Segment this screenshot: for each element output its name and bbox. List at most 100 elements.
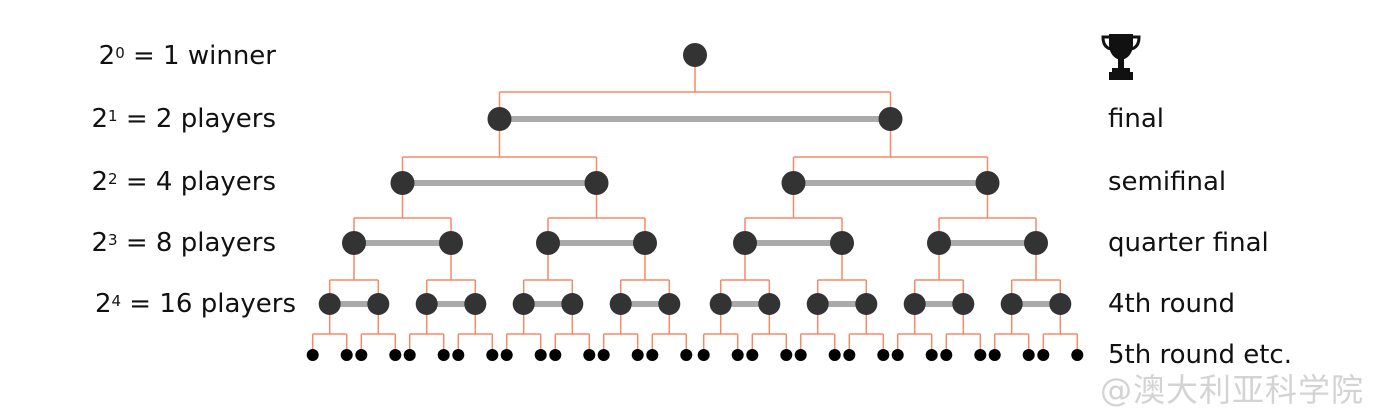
leaf-player-dot <box>437 349 450 361</box>
leaf-player-dot <box>891 349 904 361</box>
player-node <box>367 293 390 315</box>
round-label-quarter-final: quarter final <box>1108 228 1269 258</box>
connector <box>744 183 843 243</box>
leaf-player-dot <box>486 349 499 361</box>
player-node <box>439 231 463 255</box>
connector <box>1010 243 1062 304</box>
leaf-player-dot <box>403 349 416 361</box>
player-node <box>927 231 951 255</box>
level-label-1: 21 = 2 players <box>91 104 277 134</box>
trophy-icon <box>1101 34 1141 80</box>
leaf-player-dot <box>597 349 610 361</box>
connector <box>360 304 397 355</box>
connector <box>522 243 574 304</box>
player-node <box>1000 293 1023 315</box>
player-node <box>658 293 681 315</box>
leaf-player-dot <box>974 349 987 361</box>
player-node <box>952 293 975 315</box>
player-node <box>633 231 657 255</box>
round-label-semifinal: semifinal <box>1108 167 1227 197</box>
connector <box>1042 304 1079 355</box>
leaf-player-dot <box>925 349 938 361</box>
leaf-player-dot <box>843 349 856 361</box>
player-node <box>487 107 512 131</box>
level-label-3: 23 = 8 players <box>91 228 277 258</box>
leaf-player-dot <box>355 349 368 361</box>
connector <box>408 304 445 355</box>
player-node <box>318 293 341 315</box>
round-label-final: final <box>1108 104 1165 134</box>
player-node <box>758 293 781 315</box>
player-node <box>536 231 560 255</box>
player-node <box>830 231 854 255</box>
leaf-player-dot <box>988 349 1001 361</box>
player-node <box>733 231 757 255</box>
level-label-0: 20 = 1 winner <box>98 41 276 71</box>
connector <box>702 304 739 355</box>
player-node <box>878 107 903 131</box>
connector <box>602 304 639 355</box>
player-node <box>464 293 487 315</box>
round-label-5th-round: 5th round etc. <box>1108 340 1292 370</box>
level-label-2: 22 = 4 players <box>91 167 277 197</box>
leaf-player-dot <box>534 349 547 361</box>
leaf-player-dot <box>1022 349 1035 361</box>
leaf-player-dot <box>877 349 890 361</box>
connector <box>719 243 771 304</box>
connector <box>913 243 965 304</box>
leaf-player-dot <box>452 349 465 361</box>
player-node <box>584 171 609 195</box>
player-node <box>709 293 732 315</box>
leaf-player-dot <box>631 349 644 361</box>
leaf-player-dot <box>780 349 793 361</box>
connector <box>792 119 989 183</box>
leaf-player-dot <box>340 349 353 361</box>
player-node <box>806 293 829 315</box>
connector <box>945 304 982 355</box>
connector <box>799 304 836 355</box>
player-node <box>415 293 438 315</box>
connector <box>651 304 688 355</box>
connector <box>353 183 452 243</box>
connector <box>425 243 477 304</box>
player-node <box>781 171 806 195</box>
player-node <box>561 293 584 315</box>
connector <box>311 304 348 355</box>
connector <box>401 119 598 183</box>
connector <box>554 304 591 355</box>
connector <box>751 304 788 355</box>
leaf-player-dot <box>940 349 953 361</box>
connector <box>328 243 380 304</box>
leaf-player-dot <box>389 349 402 361</box>
leaf-player-dot <box>731 349 744 361</box>
player-node <box>609 293 632 315</box>
connector <box>498 55 892 119</box>
connector <box>938 183 1037 243</box>
round-label-4th-round: 4th round <box>1108 289 1235 319</box>
leaf-player-dot <box>1037 349 1050 361</box>
connector <box>848 304 885 355</box>
player-node <box>683 43 707 67</box>
watermark: @澳大利亚科学院 <box>1100 371 1365 409</box>
connector <box>619 243 671 304</box>
leaf-player-dot <box>746 349 759 361</box>
leaf-player-dot <box>549 349 562 361</box>
player-node <box>855 293 878 315</box>
player-node <box>975 171 1000 195</box>
player-node <box>512 293 535 315</box>
leaf-player-dot <box>794 349 807 361</box>
leaf-player-dot <box>828 349 841 361</box>
player-node <box>1024 231 1048 255</box>
player-node <box>342 231 366 255</box>
connector <box>816 243 868 304</box>
player-node <box>903 293 926 315</box>
leaf-player-dot <box>697 349 710 361</box>
leaf-player-dot <box>500 349 513 361</box>
connector <box>457 304 494 355</box>
player-node <box>390 171 415 195</box>
leaf-player-dot <box>306 349 319 361</box>
connector <box>547 183 646 243</box>
leaf-player-dot <box>583 349 596 361</box>
player-node <box>1049 293 1072 315</box>
leaf-player-dot <box>680 349 693 361</box>
